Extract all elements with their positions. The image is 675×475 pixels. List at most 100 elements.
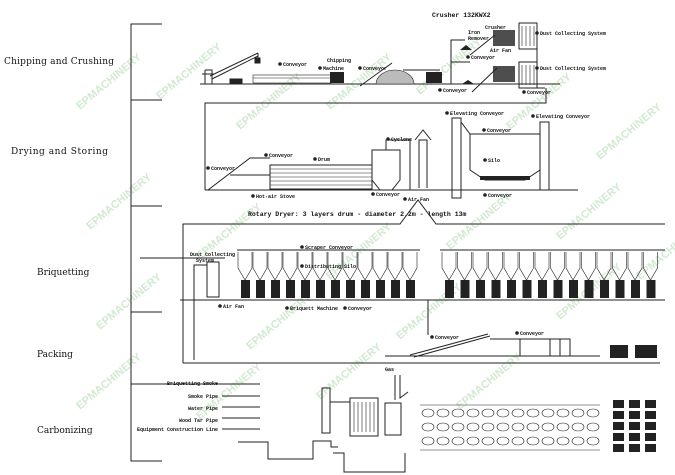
label-conveyor-10: Conveyor bbox=[488, 193, 512, 199]
silo-icon bbox=[550, 252, 565, 281]
kiln-icon bbox=[481, 422, 495, 432]
charcoal-stack-icon bbox=[645, 444, 656, 452]
elevating-conveyor-1 bbox=[451, 117, 462, 199]
silo-icon bbox=[372, 252, 388, 281]
watermark: EPMACHINERY bbox=[84, 171, 154, 233]
label-conveyor-7: Conveyor bbox=[269, 153, 293, 159]
briquette-machine-icon bbox=[507, 280, 516, 298]
kiln-icon bbox=[541, 422, 555, 432]
chipping-section: Crusher 132KWX2 Conveyor Chipping Machin… bbox=[200, 12, 606, 190]
briquette-machine-icon bbox=[538, 280, 547, 298]
watermark: EPMACHINERY bbox=[74, 351, 144, 413]
charcoal-stack-icon bbox=[629, 422, 640, 430]
dust-collector-upper bbox=[518, 22, 538, 50]
label-conveyor-12: Conveyor bbox=[435, 335, 459, 341]
silo-icon bbox=[282, 252, 298, 281]
kiln-icon bbox=[451, 422, 465, 432]
charcoal-stack-icon bbox=[613, 411, 624, 419]
legend-water-pipe: Water Pipe bbox=[188, 406, 218, 412]
label-dust-briq-2: System bbox=[196, 258, 214, 264]
silo-icon bbox=[534, 252, 550, 281]
label-dust-upper: Dust Collecting System bbox=[540, 31, 606, 37]
charcoal-stack-icon bbox=[613, 444, 624, 452]
kiln-icon bbox=[526, 408, 540, 418]
label-conveyor-11: Conveyor bbox=[348, 306, 372, 312]
kiln-icon bbox=[556, 422, 570, 432]
label-dust-lower: Dust Collecting System bbox=[540, 66, 606, 72]
briquette-machine-icon bbox=[406, 280, 415, 298]
silo-icon bbox=[252, 252, 268, 281]
kiln-icon bbox=[541, 436, 555, 446]
kiln-icon bbox=[451, 436, 465, 446]
silo-icon bbox=[237, 252, 253, 281]
label-distributing-silo: Distributing Silo bbox=[305, 264, 356, 270]
briquette-machine-icon bbox=[460, 280, 470, 298]
kiln-icon bbox=[466, 436, 480, 446]
charcoal-stack-icon bbox=[645, 433, 656, 441]
rotary-dryer-caption: Rotary Dryer: 3 layers drum - diameter 2… bbox=[248, 211, 467, 218]
watermark: EPMACHINERY bbox=[94, 271, 164, 333]
label-conveyor-5: Conveyor bbox=[527, 90, 551, 96]
stage-label-carbonizing: Carbonizing bbox=[37, 426, 93, 436]
label-conveyor-1: Conveyor bbox=[283, 62, 307, 68]
label-chipping: Chipping bbox=[327, 58, 351, 64]
silo-icon bbox=[267, 252, 283, 281]
briquette-machine-icon bbox=[631, 280, 640, 298]
briquette-machine-icon bbox=[256, 280, 265, 298]
briquette-machine-icon bbox=[331, 280, 340, 298]
label-iron: Iron bbox=[468, 30, 480, 36]
label-conveyor-13: Conveyor bbox=[520, 331, 544, 337]
charcoal-stacks bbox=[613, 400, 656, 452]
dust-collector-briq bbox=[206, 261, 220, 298]
packing-section: Conveyor Conveyor bbox=[183, 300, 660, 364]
carbonization-kilns bbox=[420, 404, 600, 451]
kiln-icon bbox=[421, 408, 435, 418]
charcoal-stack-icon bbox=[645, 411, 656, 419]
legend-smoke-pipe: Smoke Pipe bbox=[188, 394, 218, 400]
stage-label-briquetting: Briquetting bbox=[37, 268, 90, 278]
briquette-machine-icon bbox=[376, 280, 385, 298]
smoke-pipe-icon bbox=[321, 387, 331, 434]
kiln-icon bbox=[556, 408, 570, 418]
kiln-icon bbox=[511, 408, 525, 418]
kiln-icon bbox=[466, 422, 480, 432]
silo-icon bbox=[519, 252, 534, 281]
packed-bags-icon bbox=[610, 345, 628, 358]
kiln-icon bbox=[451, 408, 465, 418]
charcoal-stack-icon bbox=[629, 411, 640, 419]
cyclone-icon bbox=[371, 139, 411, 191]
kiln-icon bbox=[421, 422, 435, 432]
label-conveyor-8: Conveyor bbox=[376, 192, 400, 198]
label-remover: Remover bbox=[468, 36, 489, 42]
label-conveyor-9: Conveyor bbox=[487, 128, 511, 134]
silo-icon bbox=[402, 252, 418, 281]
kiln-icon bbox=[526, 422, 540, 432]
crusher-title: Crusher 132KWX2 bbox=[432, 12, 491, 19]
briquette-machine-icon bbox=[491, 280, 501, 298]
charcoal-stack-icon bbox=[613, 433, 624, 441]
condenser-icon bbox=[349, 397, 379, 437]
label-air-fan-3: Air Fan bbox=[223, 304, 244, 310]
watermark: EPMACHINERY bbox=[154, 41, 224, 103]
briquette-machine-icon bbox=[301, 280, 310, 298]
kiln-icon bbox=[571, 422, 585, 432]
stage-label-drying: Drying and Storing bbox=[11, 147, 108, 157]
kiln-icon bbox=[571, 408, 585, 418]
briquette-machine-icon bbox=[316, 280, 325, 298]
label-drum: Drum bbox=[318, 157, 330, 163]
kiln-icon bbox=[421, 436, 435, 446]
silo-icon bbox=[441, 252, 457, 281]
chip-pile-icon bbox=[375, 69, 415, 85]
briquette-machine-icon bbox=[615, 280, 625, 298]
label-conveyor-2: Conveyor bbox=[363, 66, 387, 72]
stage-bracket bbox=[130, 23, 162, 462]
charcoal-stack-icon bbox=[629, 444, 640, 452]
charcoal-stack-icon bbox=[645, 400, 656, 408]
briquette-machine-icon bbox=[286, 280, 295, 298]
briquette-machine-icon bbox=[445, 280, 454, 298]
crusher-lower-icon bbox=[493, 66, 515, 82]
label-scraper: Scraper Conveyor bbox=[305, 245, 353, 251]
kiln-icon bbox=[586, 436, 600, 446]
charcoal-stack-icon bbox=[645, 422, 656, 430]
